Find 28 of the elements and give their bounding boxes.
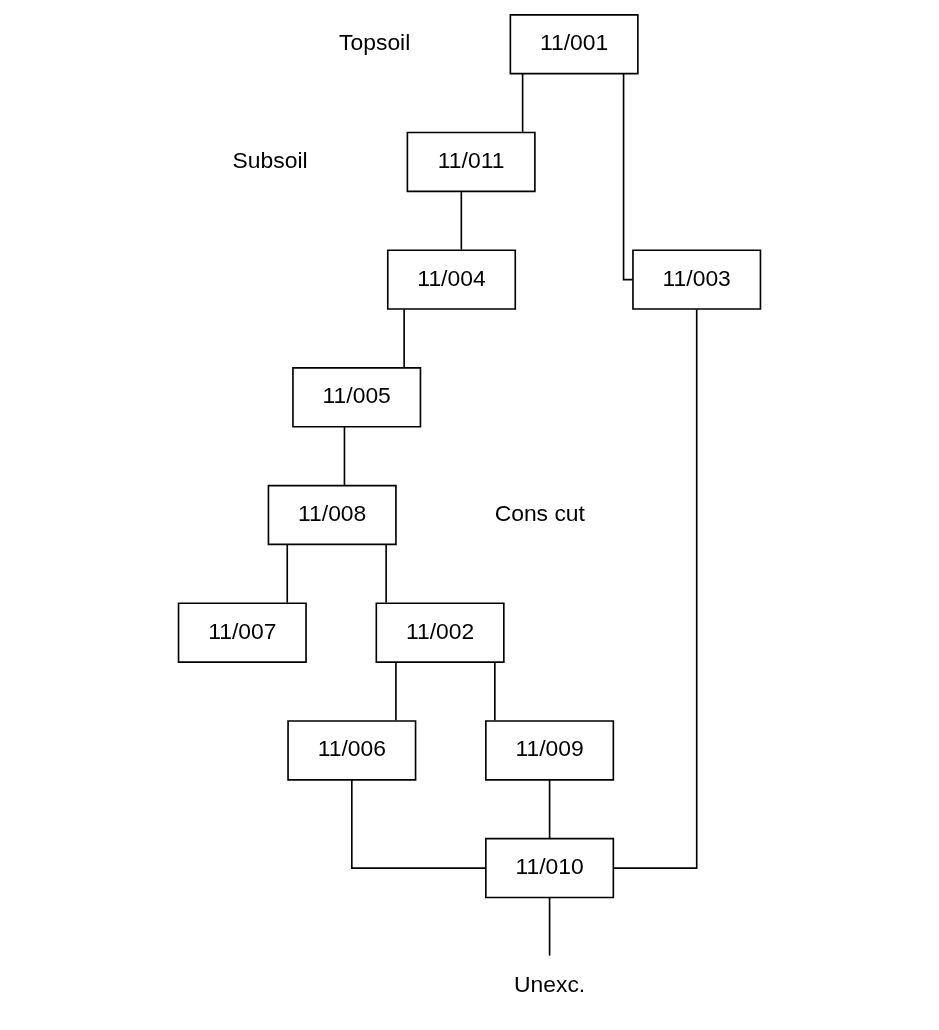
node-box: 11/004 <box>386 249 517 310</box>
node-box: 11/011 <box>406 131 536 193</box>
node-box: 11/006 <box>287 720 417 781</box>
node-box: 11/010 <box>485 837 615 899</box>
node-box: 11/001 <box>509 14 639 75</box>
label: Topsoil <box>339 29 411 56</box>
connector <box>622 73 634 281</box>
connector <box>403 308 405 369</box>
connector <box>494 661 496 722</box>
connector <box>548 896 551 957</box>
connector <box>286 543 289 604</box>
node-box: 11/003 <box>632 249 762 310</box>
node-box: 11/007 <box>177 602 307 663</box>
connector <box>343 426 346 486</box>
connector <box>351 779 487 869</box>
connector <box>385 543 387 604</box>
label: Subsoil <box>232 146 308 173</box>
connector <box>548 779 551 839</box>
connector <box>395 661 397 722</box>
node-box: 11/008 <box>267 484 397 546</box>
node-box: 11/005 <box>292 367 422 428</box>
node-text: Unexc. <box>513 970 586 997</box>
node-box: 11/002 <box>375 602 505 663</box>
node-box: 11/009 <box>485 720 615 781</box>
label: Cons cut <box>494 500 585 527</box>
connector <box>612 308 698 869</box>
connector <box>521 73 524 133</box>
connector <box>460 190 463 251</box>
